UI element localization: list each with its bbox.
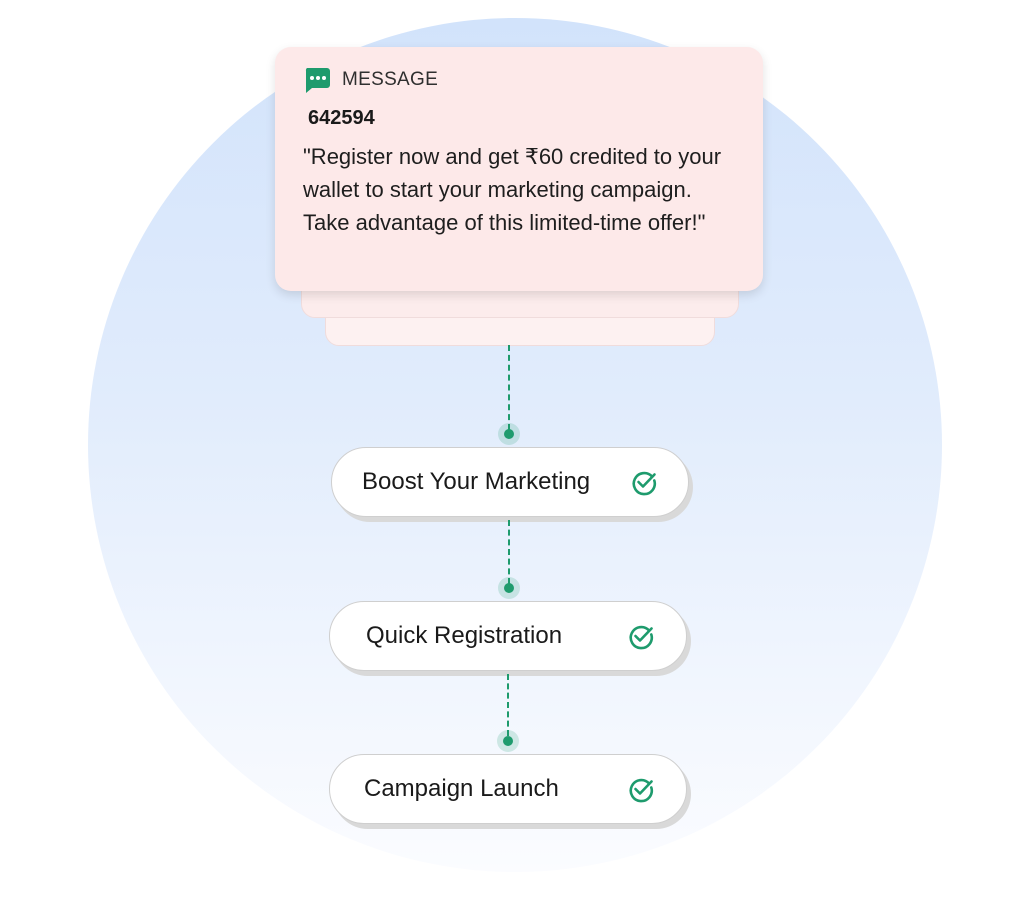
message-sender: 642594 [308,107,375,129]
step-label: Boost Your Marketing [362,468,591,495]
check-circle-icon [630,468,658,496]
connector-dot [498,577,520,599]
message-label: MESSAGE [342,69,439,90]
step-label: Campaign Launch [364,775,559,802]
check-circle-icon [627,775,655,803]
connector-dot [498,423,520,445]
step-label: Quick Registration [366,622,563,649]
message-body: "Register now and get ₹60 credited to yo… [303,144,722,235]
step-campaign-launch: Campaign Launch [329,754,687,824]
message-header: MESSAGE [303,65,737,95]
step-quick-registration: Quick Registration [329,601,687,671]
connector-line [508,520,510,584]
message-bubble-icon [303,66,331,94]
connector-line [508,345,510,430]
connector-line [507,674,509,736]
check-circle-icon [627,622,655,650]
step-boost-your-marketing: Boost Your Marketing [331,447,689,517]
connector-dot [497,730,519,752]
message-card: MESSAGE 642594 "Register now and get ₹60… [275,47,763,291]
